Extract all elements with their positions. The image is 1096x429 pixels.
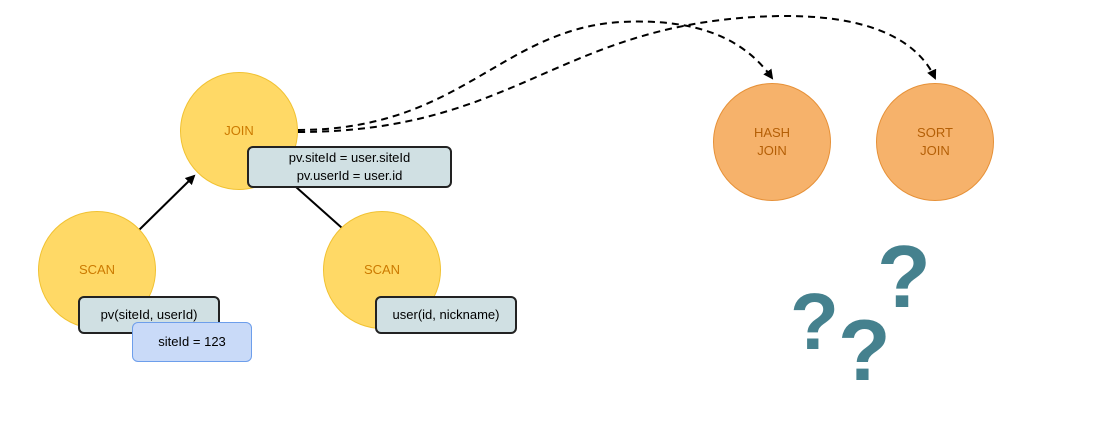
edge-join-to-sort-join	[297, 14, 937, 133]
user-table-label: user(id, nickname)	[392, 307, 500, 322]
question-mark-icon: ?	[838, 303, 891, 399]
site-filter-box: siteId = 123	[132, 322, 252, 362]
join-node: JOIN	[180, 72, 298, 190]
hash-join-node-label: HASH JOIN	[753, 125, 791, 158]
scan-left-node-label: SCAN	[78, 262, 116, 277]
user-table-box: user(id, nickname)	[375, 296, 517, 334]
hash-join-node: HASH JOIN	[713, 83, 831, 201]
join-condition-line-2: pv.userId = user.id	[296, 168, 403, 183]
edge-join-to-scan-right	[295, 186, 343, 229]
edge-join-to-hash-join	[297, 20, 774, 131]
join-condition-box: pv.siteId = user.siteId pv.userId = user…	[247, 146, 452, 188]
edge-scan-to-join	[138, 174, 196, 231]
join-condition-line-1: pv.siteId = user.siteId	[288, 150, 411, 165]
sort-join-node-label: SORT JOIN	[917, 125, 953, 158]
join-node-label: JOIN	[224, 123, 254, 138]
site-filter-label: siteId = 123	[158, 334, 226, 349]
question-mark-icon: ?	[877, 227, 931, 326]
sort-join-node: SORT JOIN	[876, 83, 994, 201]
scan-right-node-label: SCAN	[363, 262, 401, 277]
question-mark-icon: ?	[790, 277, 839, 366]
pv-table-label: pv(siteId, userId)	[100, 307, 198, 322]
